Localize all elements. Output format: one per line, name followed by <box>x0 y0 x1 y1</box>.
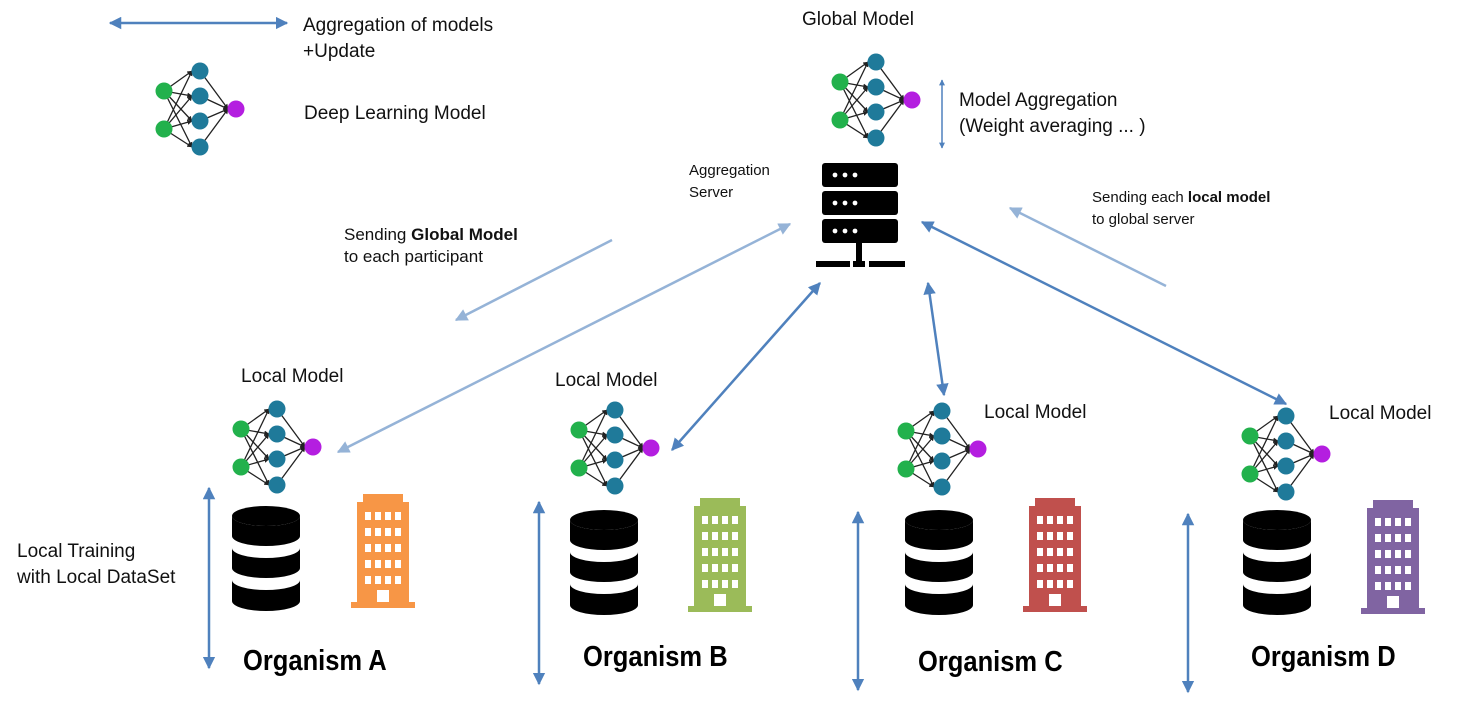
global-model-label: Global Model <box>802 9 914 30</box>
global-model-network-icon <box>831 53 921 147</box>
legend-aggregation-label: Aggregation of models +Update <box>303 13 493 65</box>
send-global-line2: to each participant <box>344 247 483 266</box>
send-global-prefix: Sending <box>344 225 412 244</box>
send-local-label: Sending each local model to global serve… <box>1092 187 1270 231</box>
server-icon <box>816 163 905 267</box>
legend-aggregation-line2: +Update <box>303 41 376 62</box>
database-icon-c <box>905 510 973 615</box>
organism-name-b: Organism B <box>583 641 728 673</box>
database-icon-a <box>232 506 300 611</box>
building-icon-a <box>351 494 415 608</box>
send-global-bold: Global Model <box>411 225 518 244</box>
legend-neural-network-icon <box>155 62 245 156</box>
legend-model-label: Deep Learning Model <box>304 103 486 124</box>
server-arrow-organism-a <box>336 222 792 454</box>
local-model-network-icon-a <box>232 400 322 494</box>
send-global-label: Sending Global Model to each participant <box>344 224 518 268</box>
server-arrow-organism-c <box>923 281 949 397</box>
local-model-label-d: Local Model <box>1329 403 1432 424</box>
aggregation-server-line2: Server <box>689 184 734 201</box>
organism-name-a: Organism A <box>243 645 387 677</box>
building-icon-c <box>1023 498 1087 612</box>
organism-name-d: Organism D <box>1251 641 1396 673</box>
local-training-label: Local Training with Local DataSet <box>17 539 175 591</box>
local-training-line1: Local Training <box>17 541 136 562</box>
building-icon-d <box>1361 500 1425 614</box>
send-local-line2: to global server <box>1092 211 1195 228</box>
building-icon-b <box>688 498 752 612</box>
aggregation-server-line1: Aggregation <box>689 162 770 179</box>
server-arrow-organism-b <box>671 282 821 451</box>
send-local-bold: local model <box>1187 189 1271 206</box>
local-model-label-a: Local Model <box>241 366 344 387</box>
aggregation-server-label: Aggregation Server <box>689 160 770 204</box>
local-model-label-b: Local Model <box>555 370 658 391</box>
local-model-network-icon-d <box>1241 407 1331 501</box>
server-arrow-organism-d <box>920 220 1288 406</box>
local-model-label-c: Local Model <box>984 402 1087 423</box>
local-model-network-icon-c <box>897 402 987 496</box>
organism-name-c: Organism C <box>918 646 1063 678</box>
legend-aggregation-line1: Aggregation of models <box>303 15 494 36</box>
database-icon-d <box>1243 510 1311 615</box>
local-training-line2: with Local DataSet <box>17 567 176 588</box>
local-model-network-icon-b <box>570 401 660 495</box>
model-aggregation-line2: (Weight averaging ... ) <box>959 116 1146 137</box>
database-icon-b <box>570 510 638 615</box>
model-aggregation-label: Model Aggregation (Weight averaging ... … <box>959 88 1146 140</box>
model-aggregation-line1: Model Aggregation <box>959 90 1118 111</box>
send-local-prefix: Sending each <box>1092 189 1188 206</box>
